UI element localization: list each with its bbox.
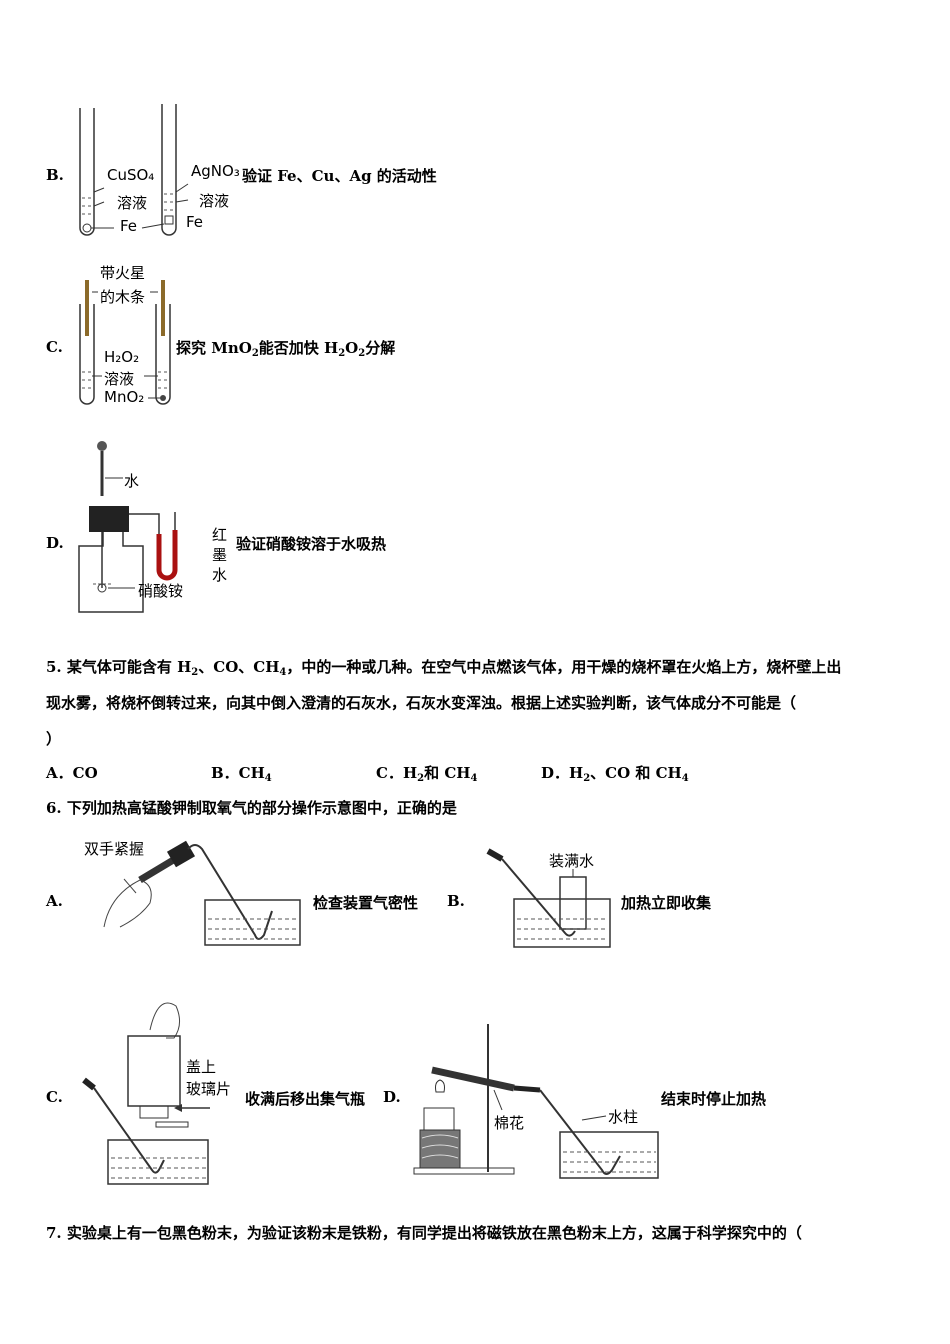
option-c-caption: 探究 MnO2能否加快 H2O2分解 [176, 339, 396, 359]
q5-stem-line1: 5. 某气体可能含有 H2、CO、CH4，中的一种或几种。在空气中点燃该气体，用… [46, 658, 842, 678]
q6-option-d-caption: 结束时停止加热 [661, 1090, 767, 1108]
splint-label-line1: 带火星 [100, 264, 146, 282]
stop-heating-figure [413, 1024, 659, 1179]
option-d-caption: 验证硝酸铵溶于水吸热 [236, 535, 387, 553]
q5-stem-line3: ） [46, 730, 62, 748]
splint-label-line2: 的木条 [100, 288, 146, 306]
catalyst-test-tubes-figure [79, 280, 171, 405]
agno3-label: AgNO₃ [191, 162, 240, 180]
water-column-label: 水柱 [608, 1108, 639, 1126]
ammonium-nitrate-label: 硝酸铵 [138, 582, 184, 600]
water-label: 水 [124, 472, 140, 490]
option-c-letter: C. [46, 338, 63, 356]
option-d-letter: D. [46, 534, 64, 552]
displacement-test-tubes-figure [79, 104, 189, 236]
hands-grip-label: 双手紧握 [84, 840, 145, 858]
q6-option-b-letter: B. [447, 892, 465, 910]
cotton-label: 棉花 [494, 1114, 525, 1132]
q7-stem: 7. 实验桌上有一包黑色粉末，为验证该粉末是铁粉，有同学提出将磁铁放在黑色粉末上… [46, 1224, 802, 1242]
q5-option-b: B．CH4 [211, 764, 272, 784]
q6-option-a-caption: 检查装置气密性 [313, 894, 419, 912]
q5-option-c: C．H2和 CH4 [376, 764, 478, 784]
cuso4-liquid-label: 溶液 [117, 194, 148, 212]
fe-label-1: Fe [120, 217, 138, 235]
option-b-letter: B. [46, 166, 64, 184]
q5-stem-line2: 现水雾，将烧杯倒转过来，向其中倒入澄清的石灰水，石灰水变浑浊。根据上述实验判断，… [46, 694, 797, 712]
h2o2-label: H₂O₂ [104, 348, 140, 366]
h2o2-liquid-label: 溶液 [104, 370, 135, 388]
q6-stem: 6. 下列加热高锰酸钾制取氧气的部分操作示意图中，正确的是 [46, 799, 457, 817]
red-ink-label-1: 红 [212, 526, 228, 544]
agno3-liquid-label: 溶液 [199, 192, 230, 210]
q6-option-c-caption: 收满后移出集气瓶 [245, 1090, 366, 1108]
q6-option-a-letter: A. [46, 892, 63, 910]
fe-label-2: Fe [186, 213, 204, 231]
mno2-label: MnO₂ [104, 388, 145, 406]
q6-option-d-letter: D. [383, 1088, 401, 1106]
q5-option-d: D．H2、CO 和 CH4 [541, 764, 689, 784]
cuso4-label: CuSO₄ [107, 166, 155, 184]
red-ink-label-2: 墨 [212, 546, 228, 564]
q5-option-a: A．CO [46, 764, 98, 782]
cover-label-line1: 盖上 [186, 1058, 217, 1076]
immediate-collection-figure [486, 848, 611, 948]
cover-label-line2: 玻璃片 [186, 1080, 232, 1098]
q6-option-b-caption: 加热立即收集 [621, 894, 712, 912]
ammonium-nitrate-figure [78, 441, 178, 613]
airtightness-check-figure [103, 840, 301, 946]
red-ink-label-3: 水 [212, 566, 228, 584]
move-gas-jar-figure [82, 1002, 210, 1185]
full-of-water-label: 装满水 [549, 852, 595, 870]
option-b-caption: 验证 Fe、Cu、Ag 的活动性 [242, 167, 437, 185]
q6-option-c-letter: C. [46, 1088, 63, 1106]
